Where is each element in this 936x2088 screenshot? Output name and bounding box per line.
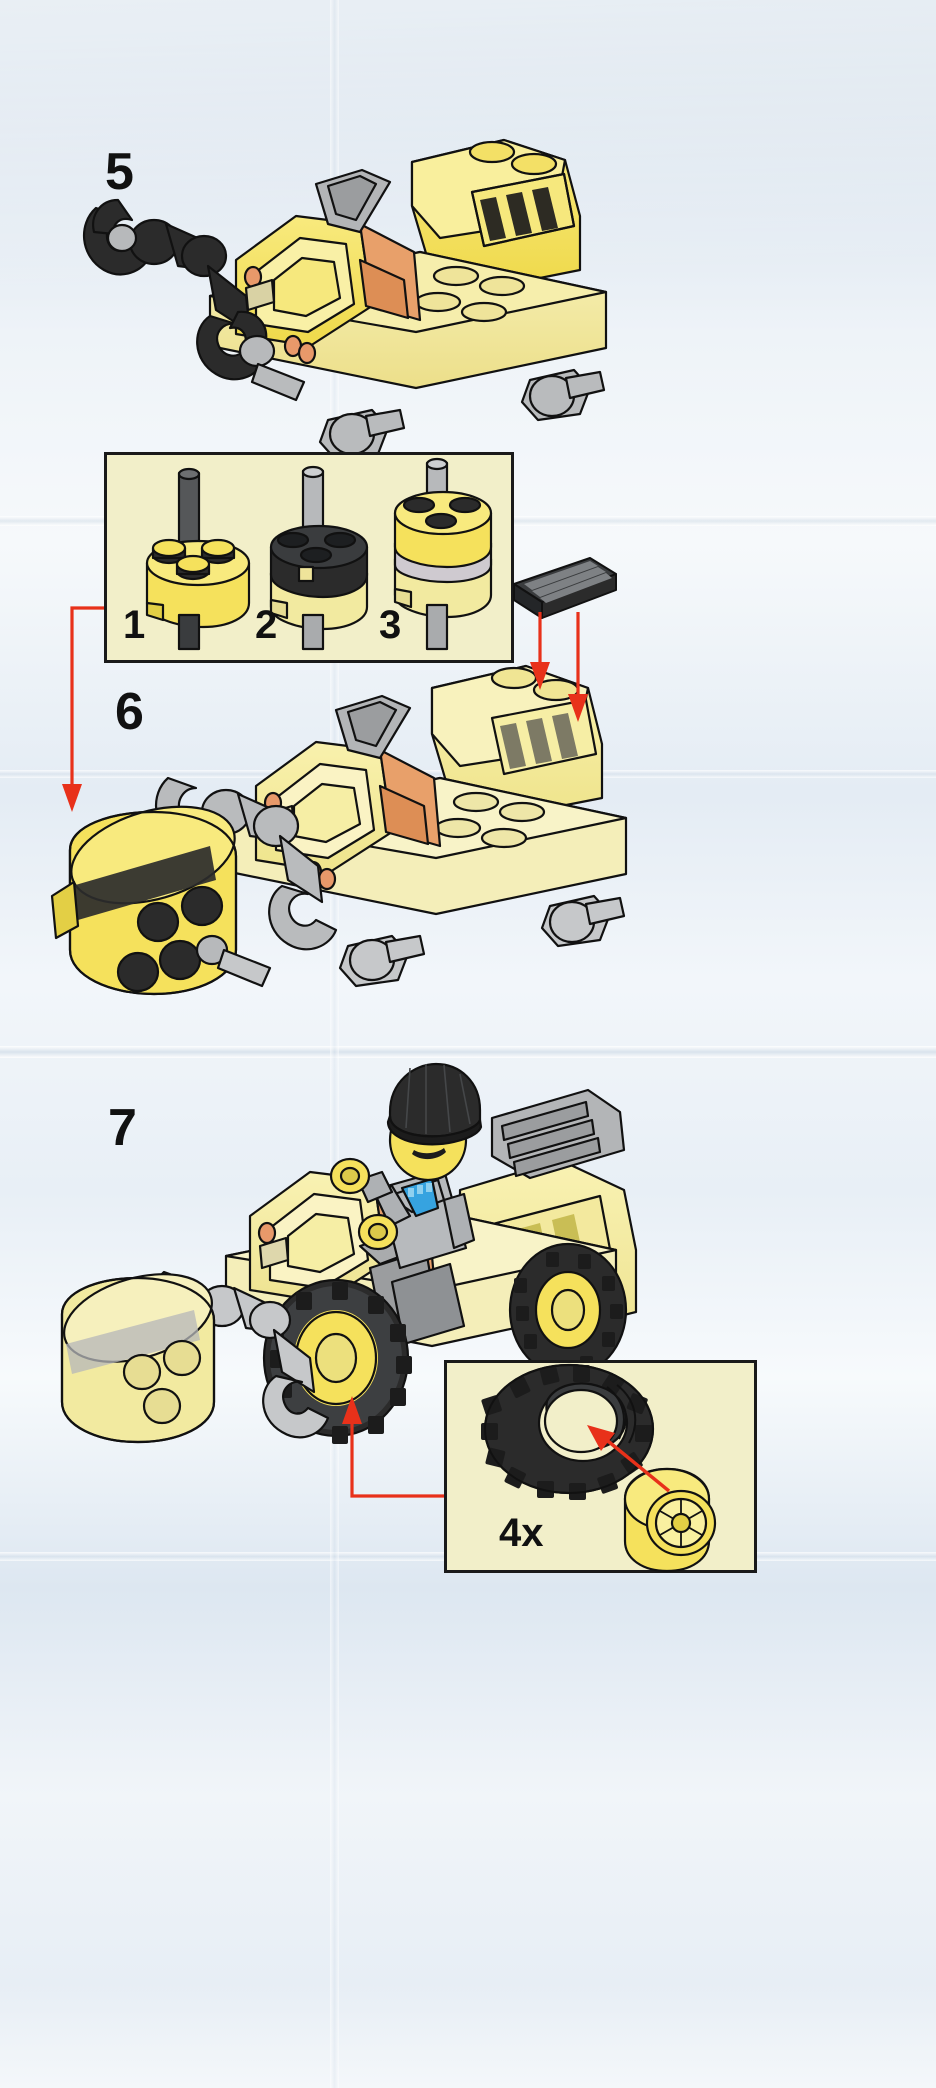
step-7-illustration	[40, 1020, 680, 1470]
step-number-5: 5	[105, 143, 134, 201]
step-5-illustration	[60, 120, 660, 462]
sub-assembly-label-1: 1	[123, 603, 146, 647]
step-6-illustration	[40, 650, 660, 1050]
step-number-6: 6	[115, 683, 144, 741]
sub-assembly-parts-box: 1 2 3	[104, 452, 514, 663]
sub-assembly-label-2: 2	[255, 603, 278, 647]
wheel-parts-callout-box: 4x	[444, 1360, 757, 1573]
black-grille-tile-part	[498, 540, 628, 630]
wheel-quantity-label: 4x	[499, 1511, 544, 1555]
sub-assembly-label-3: 3	[379, 603, 402, 647]
step-number-7: 7	[108, 1099, 137, 1157]
